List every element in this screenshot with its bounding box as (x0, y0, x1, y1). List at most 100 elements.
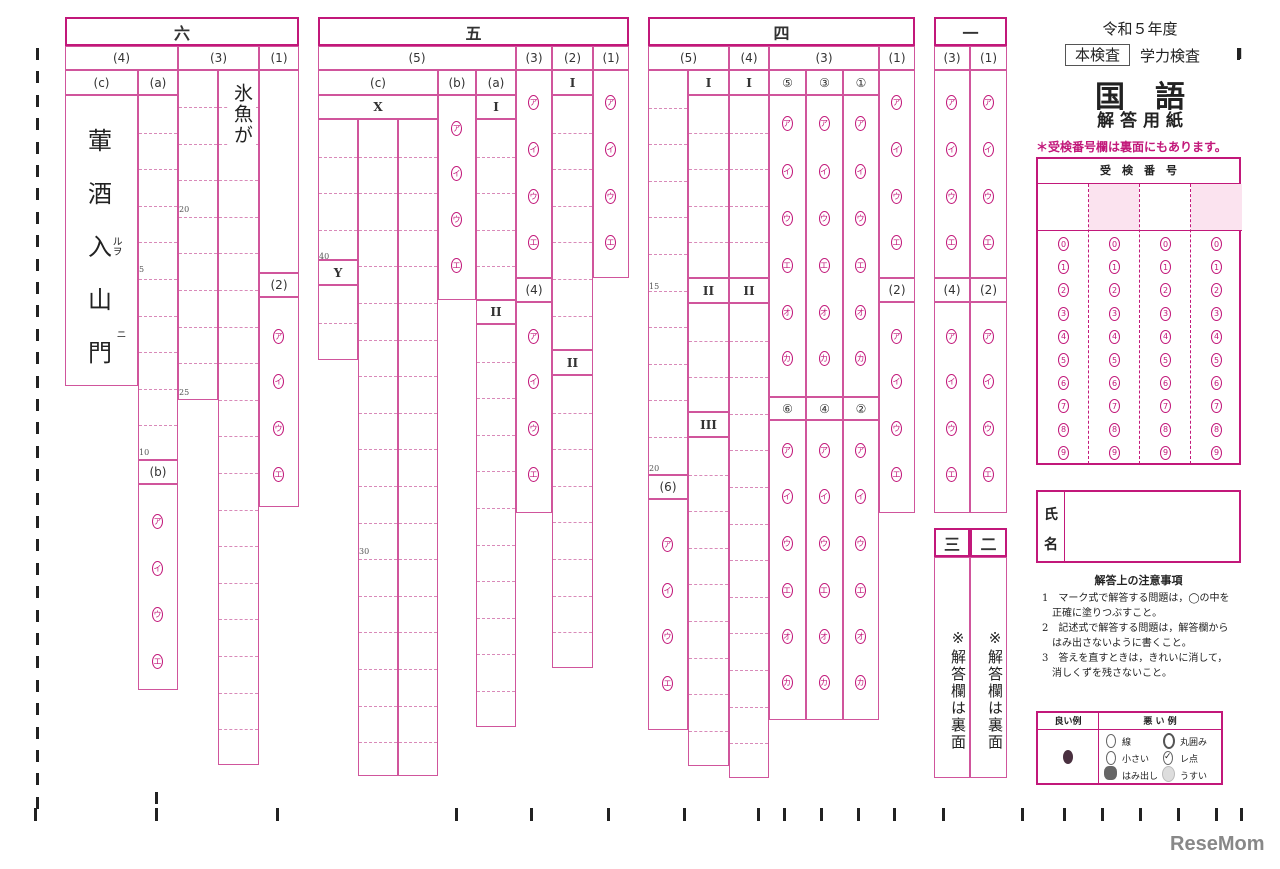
choice-bubble[interactable]: ウ (451, 212, 462, 227)
choice-bubble[interactable]: ウ (273, 421, 284, 436)
digit-bubble[interactable]: 9 (1109, 445, 1120, 460)
choice-bubble[interactable]: カ (818, 675, 830, 690)
digit-bubble[interactable]: 3 (1109, 306, 1120, 321)
digit-bubble[interactable]: 8 (1211, 422, 1222, 437)
choice-bubble[interactable]: イ (528, 374, 539, 389)
writing-column[interactable] (398, 119, 438, 776)
writing-column[interactable] (688, 303, 729, 412)
digit-bubble[interactable]: 9 (1160, 445, 1171, 460)
choice-bubble[interactable]: ア (946, 329, 957, 344)
digit-bubble[interactable]: 0 (1211, 237, 1222, 251)
writing-column[interactable] (552, 95, 593, 350)
choice-bubble[interactable]: ウ (855, 211, 866, 226)
choice-bubble[interactable]: エ (891, 235, 902, 250)
writing-column[interactable] (138, 95, 178, 460)
digit-bubble[interactable]: 1 (1160, 260, 1171, 275)
choice-bubble[interactable]: ウ (982, 421, 994, 436)
choice-bubble[interactable]: カ (781, 675, 793, 690)
choice-bubble[interactable]: ア (855, 116, 866, 131)
choice-bubble[interactable]: エ (528, 235, 539, 250)
choice-bubble[interactable]: ウ (528, 189, 539, 204)
digit-bubble[interactable]: 2 (1211, 283, 1222, 298)
choice-bubble[interactable]: イ (891, 142, 902, 157)
exam-number-write-cell[interactable] (1089, 184, 1139, 231)
choice-bubble[interactable]: イ (273, 374, 284, 389)
digit-bubble[interactable]: 6 (1109, 376, 1120, 391)
choice-bubble[interactable]: ア (528, 329, 539, 344)
choice-bubble[interactable]: ア (818, 116, 830, 131)
choice-bubble[interactable]: ア (152, 514, 163, 529)
digit-bubble[interactable]: 6 (1211, 376, 1222, 391)
choice-bubble[interactable]: ア (528, 95, 539, 110)
choice-bubble[interactable]: エ (662, 676, 673, 691)
choice-bubble[interactable]: ウ (982, 189, 994, 204)
choice-bubble[interactable]: ウ (528, 421, 539, 436)
choice-bubble[interactable]: イ (781, 489, 793, 504)
choice-bubble[interactable]: エ (946, 467, 957, 482)
choice-bubble[interactable]: イ (855, 489, 866, 504)
choice-bubble[interactable]: ウ (891, 421, 902, 436)
choice-bubble[interactable]: エ (982, 467, 994, 482)
digit-bubble[interactable]: 2 (1160, 283, 1171, 298)
digit-bubble[interactable]: 0 (1160, 237, 1171, 251)
choice-bubble[interactable]: オ (781, 629, 793, 644)
choice-bubble[interactable]: ウ (818, 536, 830, 551)
choice-bubble[interactable]: ア (273, 329, 284, 344)
digit-bubble[interactable]: 4 (1211, 329, 1222, 344)
choice-bubble[interactable]: ウ (818, 211, 830, 226)
choice-bubble[interactable]: カ (818, 351, 830, 366)
digit-bubble[interactable]: 4 (1109, 329, 1120, 344)
writing-column[interactable] (178, 70, 218, 400)
choice-bubble[interactable]: オ (818, 305, 830, 320)
choice-bubble[interactable]: ア (781, 116, 793, 131)
writing-column[interactable] (552, 375, 593, 668)
digit-bubble[interactable]: 7 (1058, 399, 1069, 414)
choice-bubble[interactable]: ア (891, 95, 902, 110)
choice-bubble[interactable]: オ (855, 629, 866, 644)
choice-bubble[interactable]: イ (946, 142, 957, 157)
choice-bubble[interactable]: エ (891, 467, 902, 482)
exam-number-write-cell[interactable] (1038, 184, 1088, 231)
digit-bubble[interactable]: 8 (1058, 422, 1069, 437)
choice-bubble[interactable]: イ (982, 374, 994, 389)
choice-bubble[interactable]: イ (781, 164, 793, 179)
choice-bubble[interactable]: ア (946, 95, 957, 110)
digit-bubble[interactable]: 2 (1058, 283, 1069, 298)
choice-bubble[interactable]: ウ (781, 536, 793, 551)
digit-bubble[interactable]: 5 (1211, 353, 1222, 367)
choice-bubble[interactable]: イ (605, 142, 616, 157)
choice-bubble[interactable]: イ (451, 166, 462, 181)
choice-bubble[interactable]: ウ (946, 421, 957, 436)
writing-column[interactable] (688, 95, 729, 278)
writing-column[interactable] (648, 70, 688, 475)
digit-bubble[interactable]: 7 (1160, 399, 1171, 414)
writing-column[interactable] (358, 119, 398, 776)
choice-bubble[interactable]: エ (855, 258, 866, 273)
digit-bubble[interactable]: 6 (1058, 376, 1069, 391)
choice-bubble[interactable]: エ (451, 258, 462, 273)
digit-bubble[interactable]: 1 (1109, 260, 1120, 275)
choice-bubble[interactable]: イ (662, 583, 673, 598)
choice-bubble[interactable]: ア (818, 443, 830, 458)
digit-bubble[interactable]: 3 (1211, 306, 1222, 321)
choice-bubble[interactable]: オ (855, 305, 866, 320)
choice-bubble[interactable]: カ (781, 351, 793, 366)
digit-bubble[interactable]: 4 (1058, 329, 1069, 344)
choice-bubble[interactable]: ア (891, 329, 902, 344)
digit-bubble[interactable]: 5 (1109, 353, 1120, 367)
writing-column[interactable] (476, 324, 516, 727)
digit-bubble[interactable]: 9 (1211, 445, 1222, 460)
choice-bubble[interactable]: イ (152, 561, 163, 576)
choice-bubble[interactable]: ウ (152, 607, 163, 622)
choice-bubble[interactable]: カ (855, 675, 866, 690)
choice-bubble[interactable]: ウ (605, 189, 616, 204)
choice-bubble[interactable]: エ (605, 235, 616, 250)
choice-bubble[interactable]: エ (273, 467, 284, 482)
writing-column[interactable] (476, 119, 516, 300)
choice-bubble[interactable]: ア (605, 95, 616, 110)
choice-bubble[interactable]: イ (855, 164, 866, 179)
choice-bubble[interactable]: エ (781, 583, 793, 598)
choice-bubble[interactable]: エ (855, 583, 866, 598)
digit-bubble[interactable]: 5 (1160, 353, 1171, 367)
